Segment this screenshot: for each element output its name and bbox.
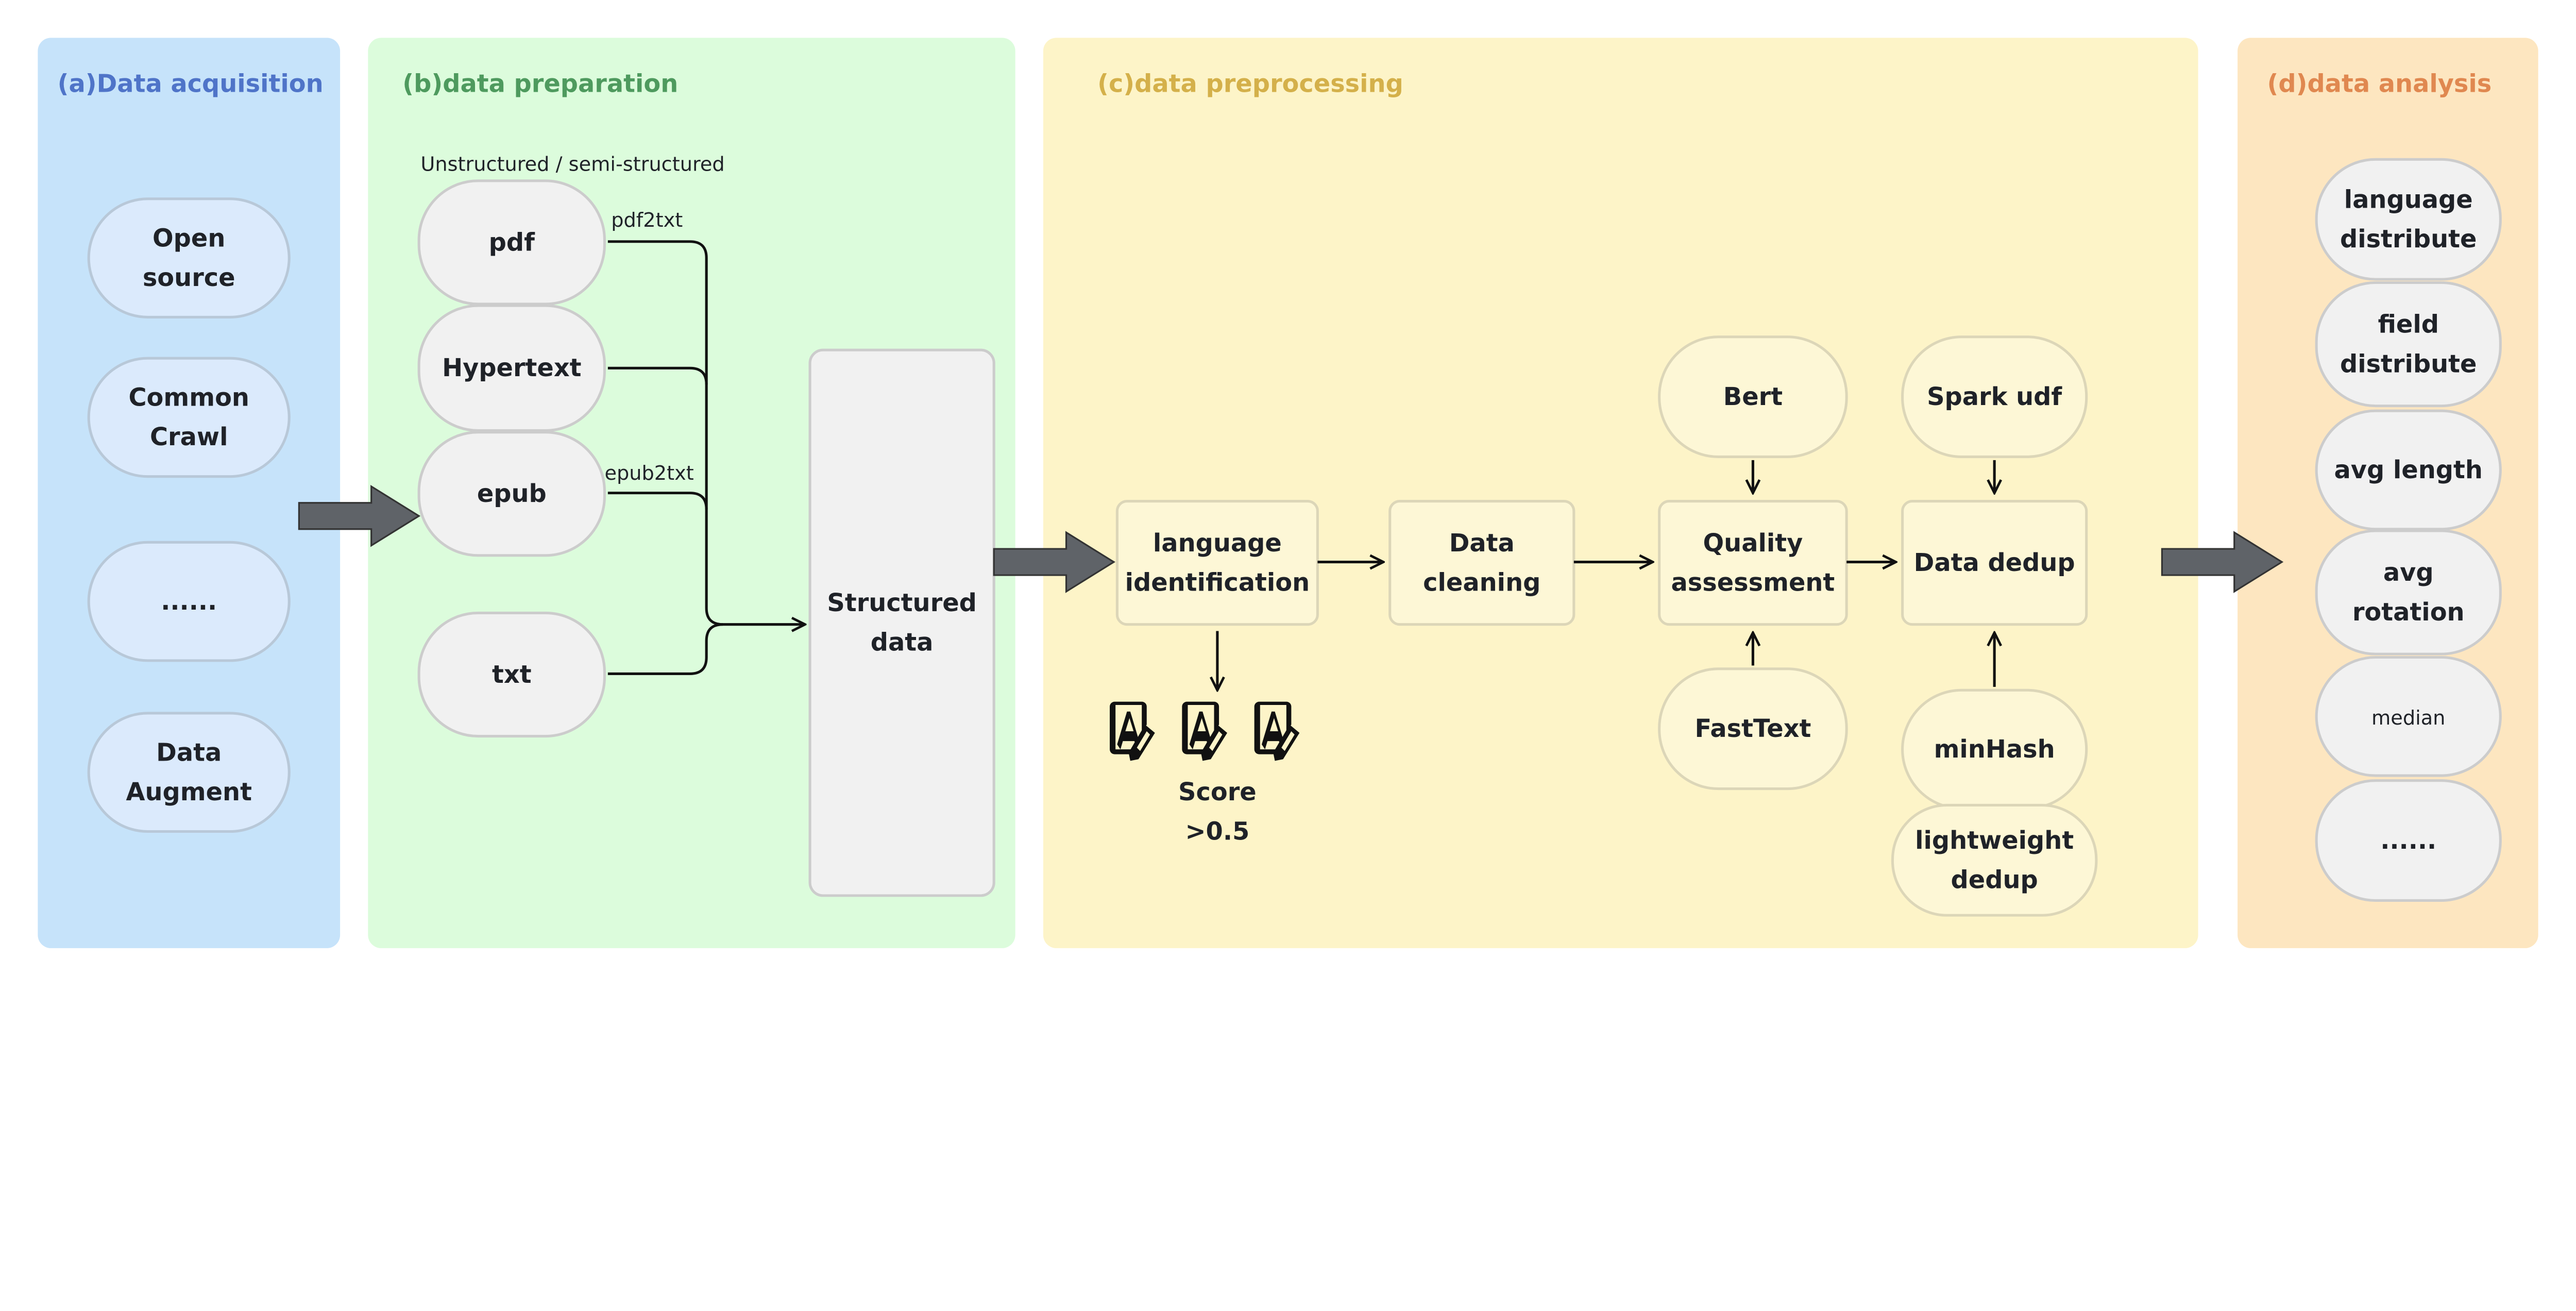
analysis-node: language distribute: [2315, 158, 2502, 281]
format-node-label: pdf: [489, 228, 535, 257]
analysis-node-label: distribute: [2340, 225, 2477, 254]
analysis-node-label: ......: [2380, 827, 2436, 855]
format-node: pdf: [417, 179, 606, 306]
analysis-node: field distribute: [2315, 281, 2502, 408]
structured-data-node-shape: [808, 348, 995, 897]
preprocessing-step-label: Data dedup: [1914, 549, 2075, 577]
spark-udf-node-shape: [1901, 335, 2088, 459]
lightweight-dedup-node-shape: [1891, 803, 2098, 917]
pdf-to-structured-line: [607, 240, 805, 625]
preprocessing-to-analysis-arrow: [2161, 531, 2284, 593]
format-node-label: Hypertext: [442, 354, 581, 382]
source-node-label: Data: [156, 738, 222, 767]
format-node: Hypertext: [417, 304, 606, 432]
source-node-label: Augment: [126, 778, 251, 806]
source-node-shape: [87, 712, 291, 833]
analysis-node-label: median: [2371, 707, 2445, 730]
preprocessing-step-shape: [1388, 500, 1575, 626]
epub2txt-label: epub2txt: [604, 462, 693, 485]
analysis-node-label: field: [2378, 311, 2439, 339]
analysis-node: ......: [2315, 779, 2502, 902]
panel-data-acquisition-title: (a)Data acquisition: [58, 70, 324, 98]
source-node: Open source: [87, 197, 291, 318]
preprocessing-step-label: cleaning: [1423, 568, 1540, 597]
preprocessing-step-shape: [1658, 500, 1848, 626]
format-node-shape: [417, 179, 606, 306]
source-node: ......: [87, 541, 291, 662]
fasttext-node: FastText: [1658, 667, 1848, 791]
panel-data-preparation-title: (b)data preparation: [402, 70, 678, 98]
analysis-node-shape: [2315, 409, 2502, 531]
analysis-node: avg length: [2315, 409, 2502, 531]
structured-data-node: Structured data: [808, 348, 995, 897]
bert-node-shape: [1658, 335, 1848, 459]
preprocessing-step: Data cleaning: [1388, 500, 1575, 626]
preprocessing-step-label: language: [1153, 529, 1282, 558]
bert-node: Bert: [1658, 335, 1848, 459]
analysis-node-label: rotation: [2352, 598, 2465, 627]
fasttext-node-label: FastText: [1694, 715, 1811, 743]
format-node-label: epub: [477, 480, 547, 508]
panel-data-preprocessing-title: (c)data preprocessing: [1097, 70, 1403, 98]
lightweight-dedup-node: lightweight dedup: [1891, 803, 2098, 917]
analysis-node-label: distribute: [2340, 350, 2477, 378]
source-node-shape: [87, 541, 291, 662]
score-threshold: >0.5: [1185, 817, 1249, 846]
minhash-node: minHash: [1901, 688, 2088, 810]
preprocessing-step-shape: [1901, 500, 2088, 626]
format-node-shape: [417, 611, 606, 738]
minhash-node-label: minHash: [1934, 735, 2055, 764]
structured-data-node-label: Structured: [827, 589, 976, 617]
analysis-node-shape: [2315, 281, 2502, 408]
source-node-label: Crawl: [150, 423, 228, 451]
analysis-node-label: avg: [2383, 559, 2434, 587]
lightweight-dedup-node-label: dedup: [1951, 866, 2038, 895]
spark-udf-node: Spark udf: [1901, 335, 2088, 459]
acquisition-to-preparation-arrow: [298, 485, 421, 547]
analysis-node-label: language: [2344, 186, 2473, 214]
preprocessing-step-label: Quality: [1703, 529, 1803, 558]
analysis-node-shape: [2315, 779, 2502, 902]
format-node: epub: [417, 431, 606, 557]
pdf2txt-label: pdf2txt: [611, 209, 683, 232]
source-node-shape: [87, 357, 291, 478]
spark-udf-node-label: Spark udf: [1927, 383, 2062, 411]
preprocessing-step: Data dedup: [1901, 500, 2088, 626]
source-node-label: Common: [128, 384, 249, 412]
pipeline-diagram: (a)Data acquisition (b)data preparation (c…: [38, 38, 2538, 948]
lightweight-dedup-node-label: lightweight: [1915, 827, 2074, 855]
preprocessing-step-label: Data: [1449, 529, 1515, 558]
format-node-label: txt: [492, 661, 532, 689]
analysis-node-label: avg length: [2334, 456, 2483, 484]
preparation-subtitle: Unstructured / semi-structured: [420, 153, 724, 176]
preprocessing-step: Quality assessment: [1658, 500, 1848, 626]
preprocessing-step: language identification: [1115, 500, 1319, 626]
fasttext-node-shape: [1658, 667, 1848, 791]
preprocessing-step-label: identification: [1125, 568, 1310, 597]
txt-line: [607, 623, 723, 675]
analysis-node: avg rotation: [2315, 529, 2502, 656]
panel-data-analysis-title: (d)data analysis: [2267, 70, 2492, 98]
source-node-label: source: [143, 264, 235, 292]
preparation-to-preprocessing-arrow: [993, 531, 1116, 593]
source-node-shape: [87, 197, 291, 318]
preprocessing-step-shape: [1115, 500, 1319, 626]
structured-data-node-label: data: [871, 629, 934, 657]
source-node-label: Open: [152, 224, 225, 253]
bert-node-label: Bert: [1723, 383, 1783, 411]
score-label: Score: [1178, 778, 1257, 806]
analysis-node-shape: [2315, 529, 2502, 656]
format-node: txt: [417, 611, 606, 738]
format-node-shape: [417, 304, 606, 432]
analysis-node-shape: [2315, 158, 2502, 281]
analysis-node: median: [2315, 656, 2502, 777]
epub-line: [607, 492, 708, 510]
analysis-node-shape: [2315, 656, 2502, 777]
hypertext-line: [607, 366, 708, 385]
format-node-shape: [417, 431, 606, 557]
source-node-label: ......: [161, 587, 217, 616]
preprocessing-step-label: assessment: [1671, 568, 1835, 597]
